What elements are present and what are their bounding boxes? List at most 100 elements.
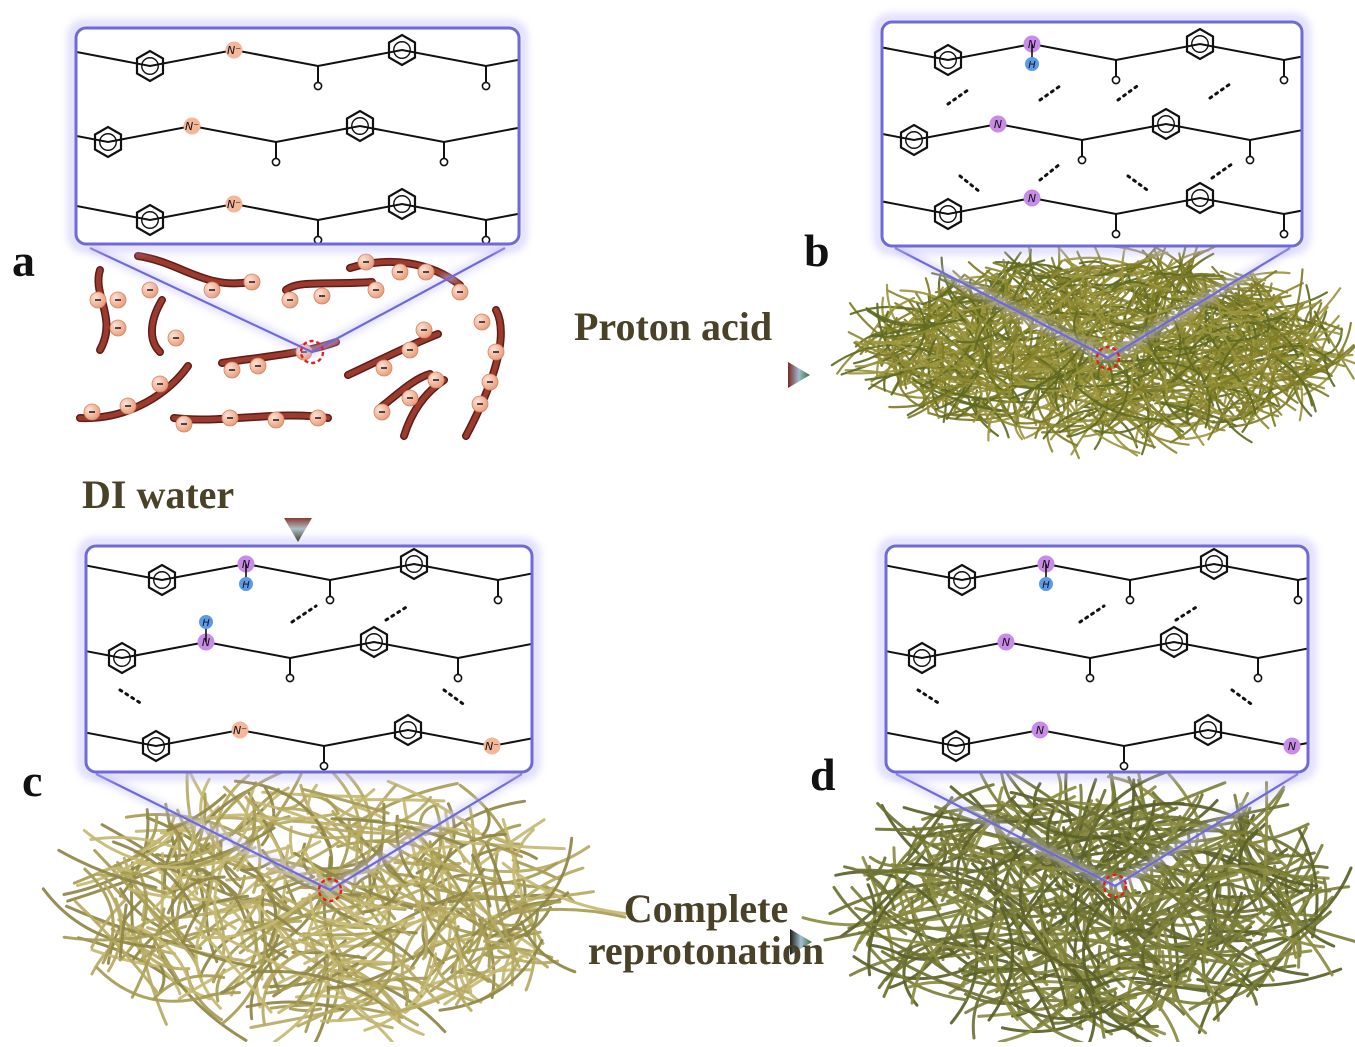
nitrogen-label: N (1330, 118, 1338, 131)
oxygen-atom (1126, 596, 1133, 603)
oxygen-atom (494, 596, 501, 603)
oxygen-atom (314, 82, 321, 89)
oxygen-atom (482, 82, 489, 89)
nitrogen-label: N (1036, 724, 1044, 737)
hydrogen-label: H (1028, 60, 1036, 71)
fiber (161, 965, 164, 991)
hydrogen-bead (1327, 97, 1341, 111)
nitrogen-label: N (994, 118, 1002, 131)
nitrogen-label: N (868, 724, 876, 737)
fiber (1205, 931, 1207, 961)
amide-anion-label: N⁻ (233, 724, 247, 737)
nitrogen-bead (1326, 116, 1343, 133)
nitrogen-label: N (834, 636, 842, 649)
fiber (512, 938, 513, 985)
hydrogen-label: H (826, 100, 834, 111)
hydrogen-bead (569, 703, 583, 717)
molecule-box-c: N⁻NHN⁻N⁻NHN⁻NHN⁻N⁻NH (30, 542, 591, 776)
label-complete: Complete (558, 888, 854, 930)
label-di-water: DI water (82, 474, 234, 516)
hydrogen-label: H (1330, 100, 1338, 111)
molecule-box-d: NNHNNHNNHNHNNNH (830, 542, 1355, 776)
oxygen-atom (286, 674, 293, 681)
molecule-box-a: N⁻N⁻N⁻N⁻N⁻N⁻N⁻N⁻N⁻ (16, 24, 579, 248)
arrow-head (788, 362, 810, 388)
amide-anion-label: N⁻ (227, 44, 241, 57)
molecule-box-b: NNHNNHNNHNHNNH (822, 18, 1355, 250)
nitrogen-label: N (860, 38, 868, 51)
oxygen-atom (1112, 230, 1119, 237)
nitrogen-label: N (68, 724, 76, 737)
nitrogen-label: N (1338, 636, 1346, 649)
fiber (439, 909, 474, 910)
hydrogen-label: H (834, 618, 842, 629)
arrow-di-water (284, 440, 312, 542)
label-reprotonation: reprotonation (558, 930, 854, 972)
nitrogen-bead (568, 722, 585, 739)
nitrogen-label: N (1288, 740, 1296, 753)
nitrogen-label: N (860, 192, 868, 205)
amide-anion-bead (30, 634, 47, 651)
oxygen-atom (1120, 762, 1127, 769)
oxygen-atom (1086, 674, 1093, 681)
nitrogen-label: N (1028, 192, 1036, 205)
arrow-proton-acid (594, 362, 810, 388)
nitrogen-bead (830, 634, 847, 651)
oxygen-atom (320, 762, 327, 769)
hydrogen-label: H (868, 706, 876, 717)
nitrogen-bead (856, 36, 873, 53)
oxygen-atom (454, 674, 461, 681)
hydrogen-label: H (860, 174, 868, 185)
oxygen-atom (272, 158, 279, 165)
amide-anion-label: N⁻ (17, 120, 31, 133)
hydrogen-label: H (242, 580, 250, 591)
amide-anion-label: N⁻ (227, 198, 241, 211)
hydrogen-label: H (572, 706, 580, 717)
polymer-chain-highlight (348, 334, 438, 375)
oxygen-atom (1112, 76, 1119, 83)
hydrogen-bead (823, 97, 837, 111)
oxygen-atom (1078, 156, 1085, 163)
amide-anion-label: N⁻ (563, 44, 577, 57)
label-proton-acid: Proton acid (574, 306, 772, 348)
hydrogen-label: H (1042, 580, 1050, 591)
amide-anion-label: N⁻ (485, 740, 499, 753)
nitrogen-label: N (572, 724, 580, 737)
oxygen-atom (1280, 76, 1287, 83)
amide-anion-label: N⁻ (563, 198, 577, 211)
nitrogen-label: N (1002, 636, 1010, 649)
fiber (304, 789, 389, 813)
oxygen-atom (1294, 596, 1301, 603)
amide-anion-label: N⁻ (575, 558, 589, 571)
hydrogen-bead (1335, 615, 1349, 629)
hydrogen-label: H (1338, 618, 1346, 629)
nitrogen-bead (64, 722, 81, 739)
oxygen-atom (1254, 674, 1261, 681)
amide-anion-bead (562, 196, 579, 213)
hydrogen-bead (857, 171, 871, 185)
fiber-mat-d (803, 754, 1355, 1042)
panel-label-c: c (22, 758, 42, 804)
nitrogen-bead (1334, 634, 1351, 651)
panel-label-a: a (12, 238, 35, 284)
amide-anion-bead (16, 118, 33, 135)
hydrogen-bead (865, 703, 879, 717)
nitrogen-label: N (826, 118, 834, 131)
hydrogen-bead (831, 615, 845, 629)
panel-label-b: b (804, 228, 830, 274)
hydrogen-label: H (202, 618, 210, 629)
oxygen-atom (326, 596, 333, 603)
amide-anion-label: N⁻ (185, 120, 199, 133)
oxygen-atom (1246, 156, 1253, 163)
nitrogen-bead (822, 116, 839, 133)
amide-anion-bead (562, 42, 579, 59)
panel-label-d: d (810, 752, 836, 798)
amide-anion-label: N⁻ (31, 636, 45, 649)
nitrogen-bead (864, 722, 881, 739)
hydrogen-bead (65, 703, 79, 717)
fiber (319, 938, 354, 940)
oxygen-atom (1280, 230, 1287, 237)
amide-anion-bead (574, 556, 591, 573)
fiber (290, 1009, 320, 1011)
nitrogen-bead (856, 190, 873, 207)
